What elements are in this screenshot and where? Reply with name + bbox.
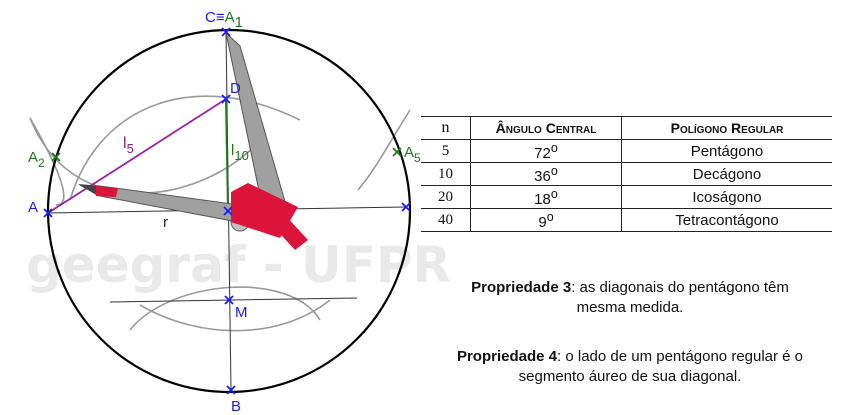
cell-n: 40	[421, 208, 471, 232]
point-markers	[43, 27, 411, 395]
cell-angle: 72o	[470, 139, 622, 163]
label-M: M	[235, 304, 248, 321]
propriedade-3: Propriedade 3: as diagonais do pentágono…	[440, 278, 820, 318]
propriedade-3-text-2: mesma medida.	[576, 299, 684, 316]
header-polygon: Polígono Regular	[621, 116, 832, 140]
cell-polygon: Icoságono	[621, 185, 832, 209]
segment-l5	[47, 98, 227, 214]
compass-red-sleeve	[96, 186, 118, 197]
point-B-marker	[226, 385, 236, 395]
point-right-marker	[401, 202, 411, 212]
label-C-A1: C≡A1	[205, 9, 243, 31]
compass-handle-grip	[272, 215, 308, 250]
cell-polygon: Decágono	[621, 162, 832, 186]
compass-tip	[78, 184, 100, 196]
cell-polygon: Tetracontágono	[621, 208, 832, 232]
header-n: n	[421, 116, 471, 140]
table-row: 10 36o Decágono	[421, 162, 832, 186]
point-A5-marker	[392, 147, 402, 157]
table-row: 5 72o Pentágono	[421, 139, 832, 163]
point-C-marker	[221, 27, 231, 37]
propriedade-4-label: Propriedade 4	[456, 348, 558, 365]
propriedade-3-text: : as diagonais do pentágono têm	[571, 279, 789, 296]
cell-n: 20	[421, 185, 471, 209]
point-M-marker	[224, 295, 234, 305]
compass-icon	[78, 31, 308, 250]
perpendicular-bisector-line	[109, 297, 358, 303]
table-header-row: n Ângulo Central Polígono Regular	[421, 116, 832, 140]
point-A-marker	[43, 208, 53, 218]
arc-bottom-1	[129, 286, 321, 331]
cell-n: 10	[421, 162, 471, 186]
label-B: B	[231, 398, 241, 415]
label-A5: A5	[404, 144, 421, 165]
compass-leg-upper	[225, 31, 287, 211]
segment-l10	[225, 98, 229, 212]
arc-left-top	[29, 117, 65, 206]
arc-right	[357, 109, 411, 191]
cell-polygon: Pentágono	[621, 139, 832, 163]
label-A: A	[28, 199, 38, 216]
cell-angle: 18o	[470, 185, 622, 209]
cell-angle: 36o	[470, 162, 622, 186]
label-A2: A2	[28, 149, 45, 170]
table-row: 20 18o Icoságono	[421, 185, 832, 209]
point-A2-marker	[51, 152, 61, 162]
label-l5: l5	[123, 135, 134, 156]
propriedade-4: Propriedade 4: o lado de um pentágono re…	[424, 347, 836, 387]
arc-center-D	[69, 95, 301, 201]
label-l10: l10	[231, 142, 249, 163]
arc-bottom-2	[139, 299, 331, 332]
table-row: 40 9o Tetracontágono	[421, 208, 832, 232]
cell-n: 5	[421, 139, 471, 163]
polygon-table: n Ângulo Central Polígono Regular 5 72o …	[421, 116, 832, 232]
header-angle: Ângulo Central	[470, 116, 622, 140]
label-D: D	[230, 80, 241, 97]
cell-angle: 9o	[470, 208, 622, 232]
propriedade-4-text-2: segmento áureo de sua diagonal.	[518, 368, 742, 385]
propriedade-4-text: : o lado de um pentágono regular é o	[557, 348, 804, 365]
point-O-marker	[223, 206, 233, 216]
propriedade-3-label: Propriedade 3	[471, 279, 572, 296]
watermark: geegraf - UFPR	[26, 236, 451, 294]
label-r: r	[163, 214, 168, 231]
point-D-marker	[221, 94, 231, 104]
